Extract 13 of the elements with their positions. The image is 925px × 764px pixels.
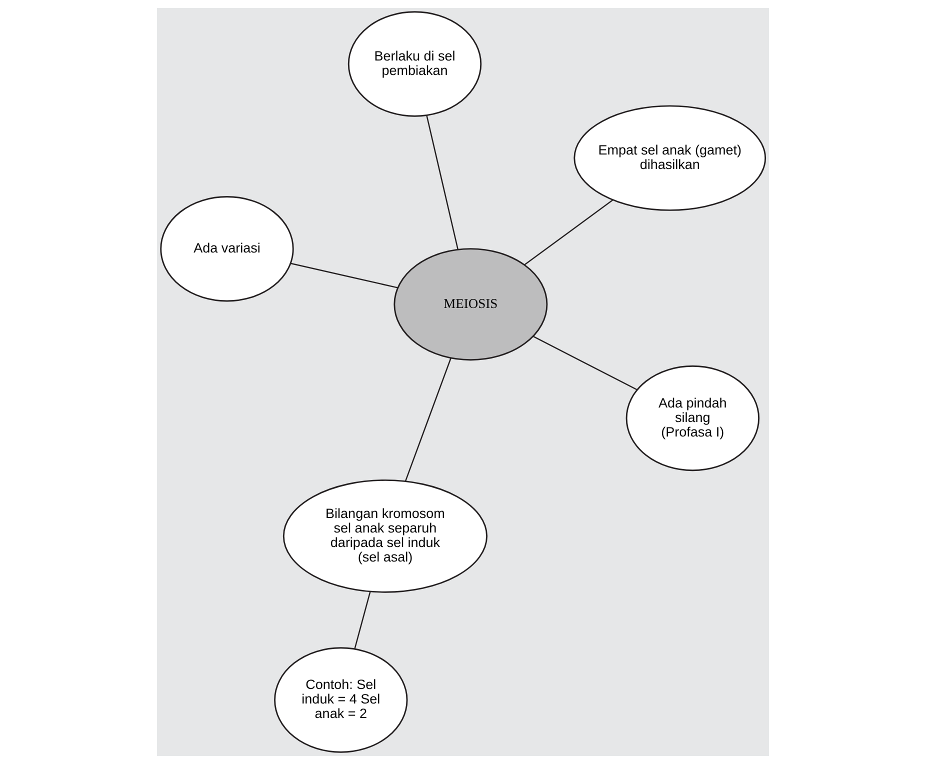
connector (426, 115, 458, 250)
connector (524, 199, 613, 266)
connector (290, 262, 398, 288)
connector (354, 591, 370, 650)
connector (404, 358, 451, 482)
node-ellipse: Ada pindah silang (Profasa I) (625, 365, 760, 472)
node-ellipse: Bilangan kromosom sel anak separuh daripada sel induk (sel asal) (282, 479, 488, 593)
node-ellipse: Ada variasi (160, 196, 294, 302)
node-ellipse: Berlaku di sel pembiakan (347, 11, 482, 117)
node-ellipse: MEIOSIS (393, 248, 548, 361)
node-ellipse: Contoh: Sel induk = 4 Sel anak = 2 (274, 647, 408, 753)
node-ellipse: Empat sel anak (gamet) dihasilkan (573, 105, 766, 211)
connector (532, 336, 637, 390)
